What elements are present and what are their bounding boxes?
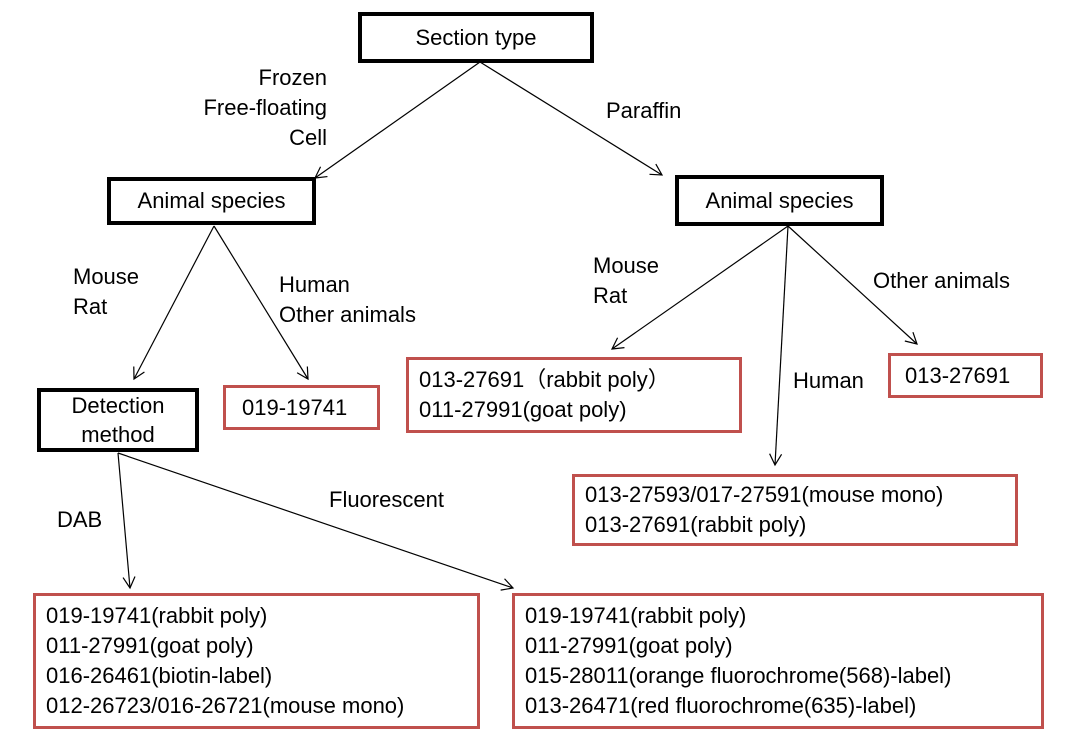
product-item: 015-28011(orange fluorochrome(568)-label… <box>525 663 952 688</box>
edge-label-line: Fluorescent <box>329 487 444 512</box>
edge-detection-to-fluorescent <box>117 452 515 591</box>
product-box-paraffin-other: 013-27691 <box>888 353 1043 398</box>
product-box-paraffin-mouse-rat: 013-27691（rabbit poly） 011-27991(goat po… <box>406 357 742 433</box>
node-animal-species-label: Animal species <box>705 187 854 213</box>
edge-section-to-paraffin-species <box>479 61 664 176</box>
edge-label-frozen: Frozen Free-floating Cell <box>170 63 327 153</box>
product-item: 013-27691(rabbit poly) <box>585 512 807 537</box>
product-item: 013-27691（rabbit poly） <box>419 367 670 392</box>
edge-label-paraffin: Paraffin <box>606 96 681 126</box>
node-detection-method-line: Detection <box>71 393 165 418</box>
node-animal-species-paraffin: Animal species <box>675 175 884 226</box>
edge-label-line: Free-floating <box>203 95 327 120</box>
edge-label-line: Mouse <box>593 253 660 278</box>
edge-detection-to-dab <box>117 452 136 590</box>
edge-label-line: Cell <box>289 125 327 150</box>
product-item: 019-19741 <box>242 394 348 420</box>
edge-label-line: Human <box>279 272 350 297</box>
node-section-type: Section type <box>358 12 594 63</box>
product-box-fluorescent: 019-19741(rabbit poly) 011-27991(goat po… <box>512 593 1044 729</box>
edge-label-frozen-mouse-rat: Mouse Rat <box>73 262 139 322</box>
edge-label-line: Other animals <box>279 302 416 327</box>
product-item: 016-26461(biotin-label) <box>46 663 273 688</box>
product-box-dab: 019-19741(rabbit poly) 011-27991(goat po… <box>33 593 480 729</box>
edge-label-paraffin-mouse-rat: Mouse Rat <box>593 251 659 311</box>
product-item: 012-26723/016-26721(mouse mono) <box>46 693 405 718</box>
edge-label-line: Human <box>793 368 864 393</box>
edge-label-line: DAB <box>57 507 103 532</box>
edge-label-line: Mouse <box>73 264 140 289</box>
edge-section-to-frozen-species <box>313 61 481 179</box>
edge-paraffin-to-mouse-rat-product <box>610 225 789 350</box>
node-animal-species-label: Animal species <box>137 188 286 213</box>
product-item: 019-19741(rabbit poly) <box>525 603 747 628</box>
edge-label-line: Rat <box>593 283 628 308</box>
edge-label-line: Rat <box>73 294 108 319</box>
product-box-paraffin-human: 013-27593/017-27591(mouse mono) 013-2769… <box>572 474 1018 546</box>
edge-label-dab: DAB <box>57 505 102 535</box>
product-item: 011-27991(goat poly) <box>419 397 627 422</box>
product-item: 011-27991(goat poly) <box>525 633 733 658</box>
edge-label-frozen-human-other: Human Other animals <box>279 270 416 330</box>
edge-label-line: Frozen <box>258 65 327 90</box>
edge-frozen-to-detection <box>133 225 215 381</box>
product-item: 011-27991(goat poly) <box>46 633 254 658</box>
edge-label-fluorescent: Fluorescent <box>329 485 444 515</box>
edge-paraffin-to-other-product <box>787 225 918 345</box>
edge-label-paraffin-other: Other animals <box>873 266 1010 296</box>
node-detection-method-line: method <box>81 422 155 447</box>
product-item: 013-27593/017-27591(mouse mono) <box>585 482 944 507</box>
node-animal-species-frozen: Animal species <box>107 177 316 225</box>
edge-frozen-to-human-product <box>213 225 309 381</box>
node-detection-method: Detection method <box>37 388 199 452</box>
node-section-type-label: Section type <box>415 24 537 50</box>
product-box-frozen-human-other: 019-19741 <box>223 385 380 430</box>
product-item: 013-27691 <box>905 362 1011 388</box>
product-item: 013-26471(red fluorochrome(635)-label) <box>525 693 917 718</box>
product-item: 019-19741(rabbit poly) <box>46 603 268 628</box>
edge-label-paraffin-human: Human <box>793 366 864 396</box>
edge-label-line: Other animals <box>873 268 1010 293</box>
edge-paraffin-to-human-product <box>769 225 789 467</box>
edge-label-line: Paraffin <box>606 98 682 123</box>
